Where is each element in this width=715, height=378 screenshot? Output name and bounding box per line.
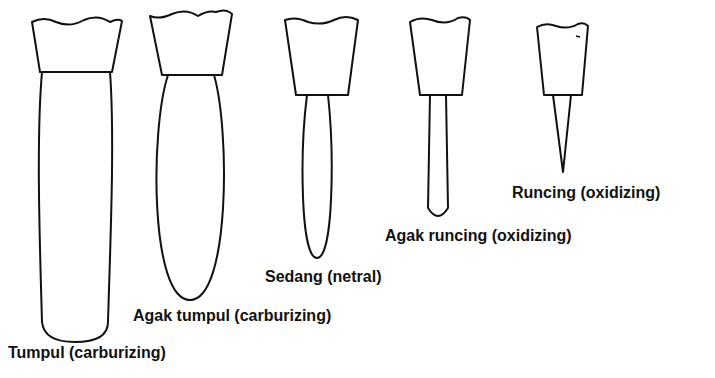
- flame-outline: [39, 72, 112, 342]
- flame-type-label: Tumpul (carburizing): [8, 343, 166, 362]
- torch-tip: [410, 17, 470, 95]
- torch-tip: [150, 10, 232, 75]
- flame-type-label: Sedang (netral): [265, 267, 381, 286]
- flame-type-label: Agak tumpul (carburizing): [133, 306, 331, 325]
- tip-mark: [576, 36, 580, 37]
- torch-tip: [537, 23, 588, 95]
- torch-tip: [32, 17, 122, 72]
- flame-outline: [303, 95, 332, 258]
- flame-outline: [156, 75, 224, 300]
- torch-tip: [285, 17, 358, 95]
- flame-outline: [428, 95, 448, 216]
- flame-type-label: Agak runcing (oxidizing): [385, 226, 572, 245]
- flame-type-label: Runcing (oxidizing): [512, 183, 660, 202]
- flame-outline: [553, 95, 571, 172]
